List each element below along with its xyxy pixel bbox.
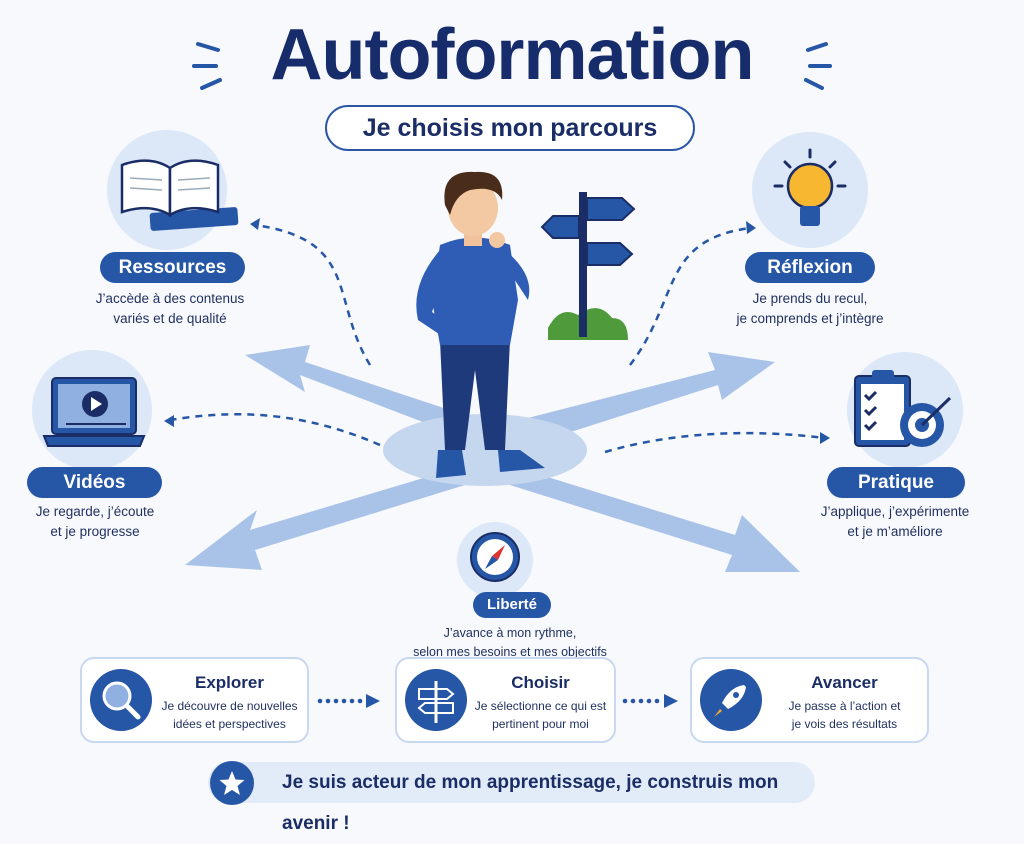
arrow-up-right [520,352,775,445]
direction-arrows [185,345,800,572]
desc-line: Je prends du recul, [752,291,868,306]
videos-desc: Je regarde, j’écoute et je progresse [0,502,190,542]
pratique-label: Pratique [827,467,965,498]
step-desc: Je passe à l’action et je vois des résult… [762,697,927,733]
step-explorer: Explorer Je découvre de nouvelles idées e… [80,657,309,743]
arrow-down-right [510,470,800,572]
background-illustration [32,42,963,708]
desc-line: selon mes besoins et mes objectifs [413,645,607,659]
reflexion-label: Réflexion [745,252,875,283]
desc-line: J’avance à mon rythme, [443,626,577,640]
ressources-label: Ressources [100,252,245,283]
page-subtitle: Je choisis mon parcours [325,105,695,151]
title-sparkle-left [192,42,222,90]
desc-line: J’accède à des contenus [95,291,245,306]
liberte-label: Liberté [473,592,551,618]
step-avancer: Avancer Je passe à l’action et je vois de… [690,657,929,743]
desc-line: je vois des résultats [791,717,898,731]
reflexion-desc: Je prends du recul, je comprends et j’int… [700,289,920,329]
ressources-desc: J’accède à des contenus variés et de qual… [60,289,280,329]
connector-videos [169,413,381,447]
desc-line: variés et de qualité [113,311,227,326]
step-title: Avancer [811,673,878,692]
lightbulb-icon [773,148,847,226]
book-icon [120,159,239,231]
desc-line: idées et perspectives [173,717,286,731]
desc-line: et je m’améliore [847,524,943,539]
desc-line: Je sélectionne ce qui est [474,699,607,713]
signpost-icon [405,669,467,731]
arrow-up-left [245,345,480,440]
step-arrows [317,694,678,708]
desc-line: J’applique, j’expérimente [820,504,970,519]
signpost-illustration [540,192,636,340]
desc-line: et je progresse [50,524,140,539]
step-title: Choisir [511,673,570,692]
step-choisir: Choisir Je sélectionne ce qui est pertine… [395,657,616,743]
videos-label: Vidéos [27,467,162,498]
desc-line: pertinent pour moi [492,717,589,731]
desc-line: Je regarde, j’écoute [35,504,155,519]
desc-line: Je découvre de nouvelles [161,699,298,713]
compass-icon [470,532,520,582]
arrow-down-left [185,470,465,570]
student-illustration [416,171,545,478]
liberte-desc: J’avance à mon rythme, selon mes besoins … [380,624,640,662]
clipboard-target-icon [854,370,952,447]
footer-text: Je suis acteur de mon apprentissage, je … [282,772,779,834]
step-desc: Je sélectionne ce qui est pertinent pour … [467,697,614,733]
desc-line: Je passe à l’action et [788,699,901,713]
step-desc: Je découvre de nouvelles idées et perspec… [152,697,307,733]
page-title: Autoformation [270,15,755,95]
title-sparkle-right [804,42,832,90]
step-title: Explorer [195,673,264,692]
star-icon [210,761,254,805]
magnifier-icon [90,669,152,731]
connector-reflexion [629,226,751,366]
footer-banner: Je suis acteur de mon apprentissage, je … [208,761,815,834]
rocket-icon [700,669,762,731]
desc-line: je comprends et j’intègre [736,311,884,326]
connector-ressources [254,223,372,366]
connector-pratique [604,431,826,454]
pratique-desc: J’applique, j’expérimente et je m’amélior… [790,502,1000,542]
laptop-play-icon [42,377,146,447]
